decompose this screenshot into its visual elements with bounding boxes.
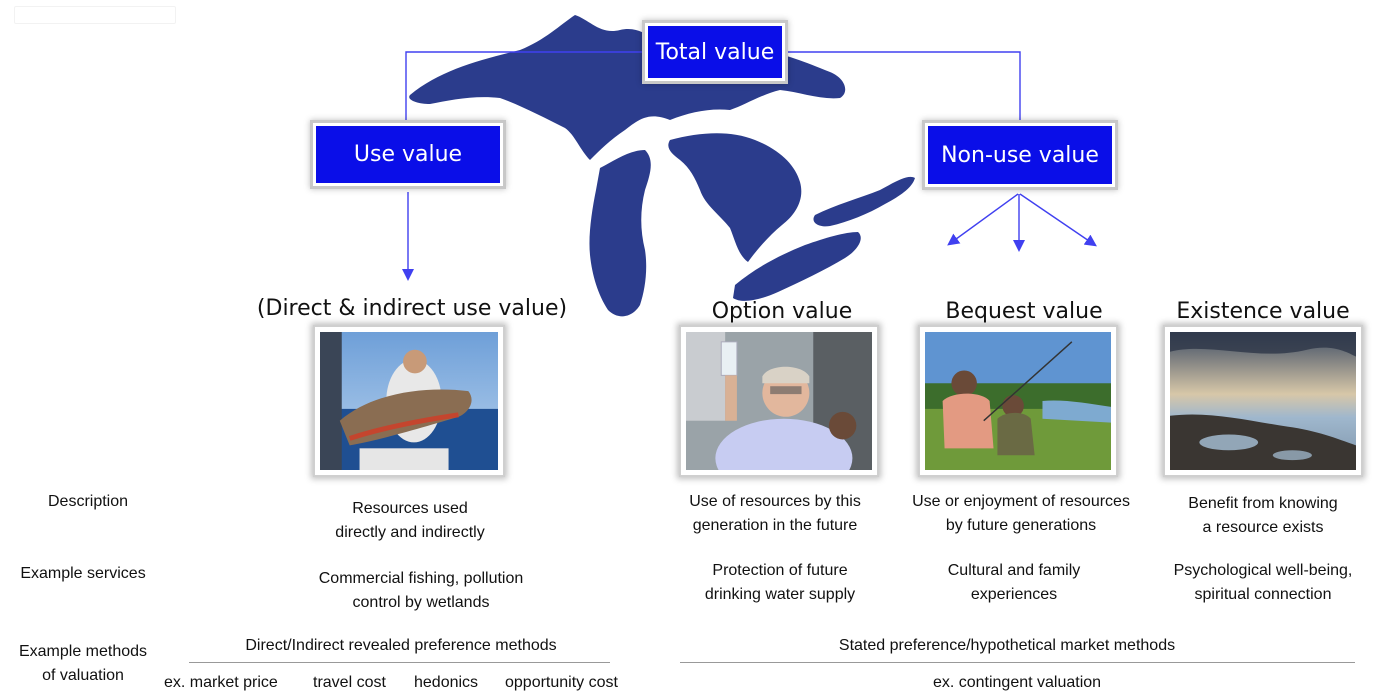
option-description-line2: generation in the future [692, 517, 858, 534]
option-value-photo [679, 325, 879, 477]
stated-preference-rule [680, 662, 1355, 663]
use-services-line2: control by wetlands [352, 594, 490, 611]
stated-preference-title: Stated preference/hypothetical market me… [838, 637, 1176, 654]
revealed-preference-rule [189, 662, 610, 663]
existence-category-title: Existence value [1176, 299, 1350, 324]
lake-michigan-shape [589, 150, 651, 317]
bequest-description-line2: by future generations [945, 517, 1097, 534]
connector-total-to-nonuse [787, 51, 1021, 122]
option-category-title: Option value [711, 299, 853, 324]
existence-value-photo [1163, 325, 1363, 477]
lake-huron-shape [668, 133, 802, 262]
method-hedonics: hedonics [414, 674, 479, 691]
bequest-services-line2: experiences [970, 586, 1058, 603]
row-label-methods: Example methods of valuation [8, 640, 158, 688]
lake-erie-shape [733, 232, 861, 301]
option-description: Use of resources by this generation in t… [689, 490, 861, 538]
method-travel-cost: travel cost [313, 674, 386, 691]
row-label-services: Example services [20, 565, 146, 582]
bequest-services: Cultural and family experiences [948, 559, 1081, 607]
option-services-line2: drinking water supply [704, 586, 856, 603]
lake-ontario-shape [813, 176, 915, 227]
bequest-description-line1: Use or enjoyment of resources [912, 493, 1130, 510]
total-value-label: Total value [655, 39, 775, 65]
option-description-line1: Use of resources by this [689, 493, 861, 510]
use-category-title: (Direct & indirect use value) [256, 296, 568, 321]
existence-description-line2: a resource exists [1202, 519, 1324, 536]
total-value-box: Total value [645, 23, 785, 81]
row-label-methods-line2: of valuation [42, 667, 124, 684]
revealed-preference-title: Direct/Indirect revealed preference meth… [245, 637, 557, 654]
bequest-description: Use or enjoyment of resources by future … [912, 490, 1130, 538]
use-value-box: Use value [313, 123, 503, 186]
use-value-photo [313, 325, 505, 477]
existence-services-line1: Psychological well-being, [1173, 562, 1353, 579]
option-services: Protection of future drinking water supp… [705, 559, 855, 607]
use-description: Resources used directly and indirectly [335, 497, 484, 545]
use-services-line1: Commercial fishing, pollution [318, 570, 524, 587]
arrow-nonuse-left [947, 193, 1019, 246]
connector-total-to-use [405, 51, 643, 122]
use-description-line1: Resources used [352, 500, 468, 517]
method-contingent-valuation: ex. contingent valuation [932, 674, 1102, 691]
method-market-price: ex. market price [164, 674, 278, 691]
use-value-label: Use value [353, 142, 463, 167]
arrow-nonuse-right [1019, 193, 1097, 247]
use-description-line2: directly and indirectly [335, 524, 485, 541]
existence-description: Benefit from knowing a resource exists [1188, 492, 1337, 540]
use-services: Commercial fishing, pollution control by… [319, 567, 524, 615]
row-label-description: Description [47, 493, 129, 510]
bequest-services-line1: Cultural and family [947, 562, 1081, 579]
non-use-value-box: Non-use value [925, 123, 1115, 187]
faded-header-chip [14, 6, 176, 24]
non-use-value-label: Non-use value [941, 142, 1099, 168]
bequest-value-photo [918, 325, 1118, 477]
method-opportunity-cost: opportunity cost [505, 674, 618, 691]
row-label-methods-line1: Example methods [18, 643, 148, 660]
existence-services: Psychological well-being, spiritual conn… [1174, 559, 1353, 607]
option-services-line1: Protection of future [712, 562, 848, 579]
existence-services-line2: spiritual connection [1194, 586, 1332, 603]
existence-description-line1: Benefit from knowing [1188, 495, 1338, 512]
bequest-category-title: Bequest value [945, 299, 1103, 324]
